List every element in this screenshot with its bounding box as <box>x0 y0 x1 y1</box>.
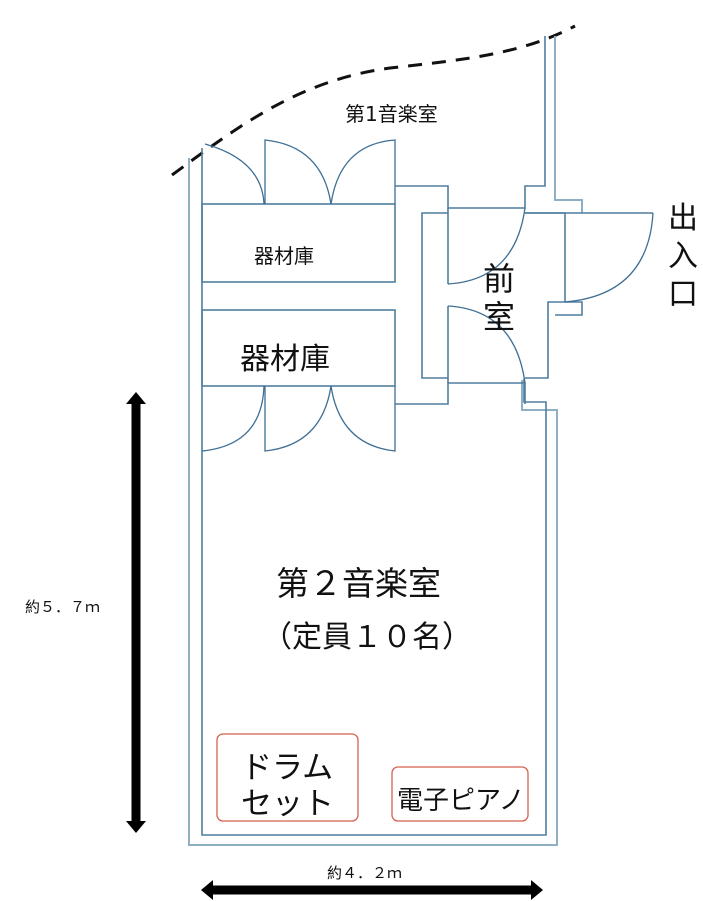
door-lower-3 <box>330 385 396 452</box>
label-storage-upper: 器材庫 <box>254 244 314 268</box>
door-upper-2 <box>264 139 332 205</box>
label-drum-set-line1: ドラム <box>241 750 334 786</box>
label-music-room-2: 第２音楽室 <box>276 564 441 603</box>
label-height: 約５．７ｍ <box>25 598 101 616</box>
door-lower-1 <box>201 385 265 452</box>
height-arrow-head-bottom <box>126 821 146 833</box>
drum-set-box <box>216 733 359 822</box>
door-upper-1 <box>204 143 265 205</box>
width-arrow-head-right <box>531 880 543 900</box>
inner-wall <box>201 148 547 836</box>
label-storage-lower: 器材庫 <box>240 342 330 377</box>
label-drum-set-line2: セット <box>241 786 334 822</box>
outer-wall <box>188 158 558 846</box>
label-piano: 電子ピアノ <box>397 786 525 816</box>
label-anteroom: 前室 <box>483 260 516 336</box>
door-anteroom-upper <box>447 207 526 285</box>
storage-upper-box <box>201 203 396 283</box>
label-music-room-1: 第1音楽室 <box>345 102 438 126</box>
music-room-1-boundary <box>171 24 576 177</box>
width-dimension-arrow <box>201 880 543 900</box>
door-entrance <box>564 212 654 303</box>
door-lower-2 <box>264 385 332 452</box>
entrance-frame <box>525 212 653 316</box>
height-arrow-head-top <box>126 392 146 404</box>
corridor-lower-wall <box>395 382 526 405</box>
label-width: 約４．２ｍ <box>327 864 403 882</box>
label-capacity: （定員１０名） <box>262 620 472 655</box>
label-entrance: 出入口 <box>668 201 698 312</box>
door-upper-3 <box>330 139 396 205</box>
piano-box <box>391 766 529 822</box>
door-anteroom-lower <box>447 305 526 384</box>
width-arrow-head-left <box>201 880 213 900</box>
height-dimension-arrow <box>126 392 146 833</box>
anteroom-wall-left <box>421 212 448 379</box>
corridor-wall-outer <box>554 36 583 213</box>
storage-lower-box <box>201 309 396 387</box>
anteroom-right <box>525 212 566 379</box>
